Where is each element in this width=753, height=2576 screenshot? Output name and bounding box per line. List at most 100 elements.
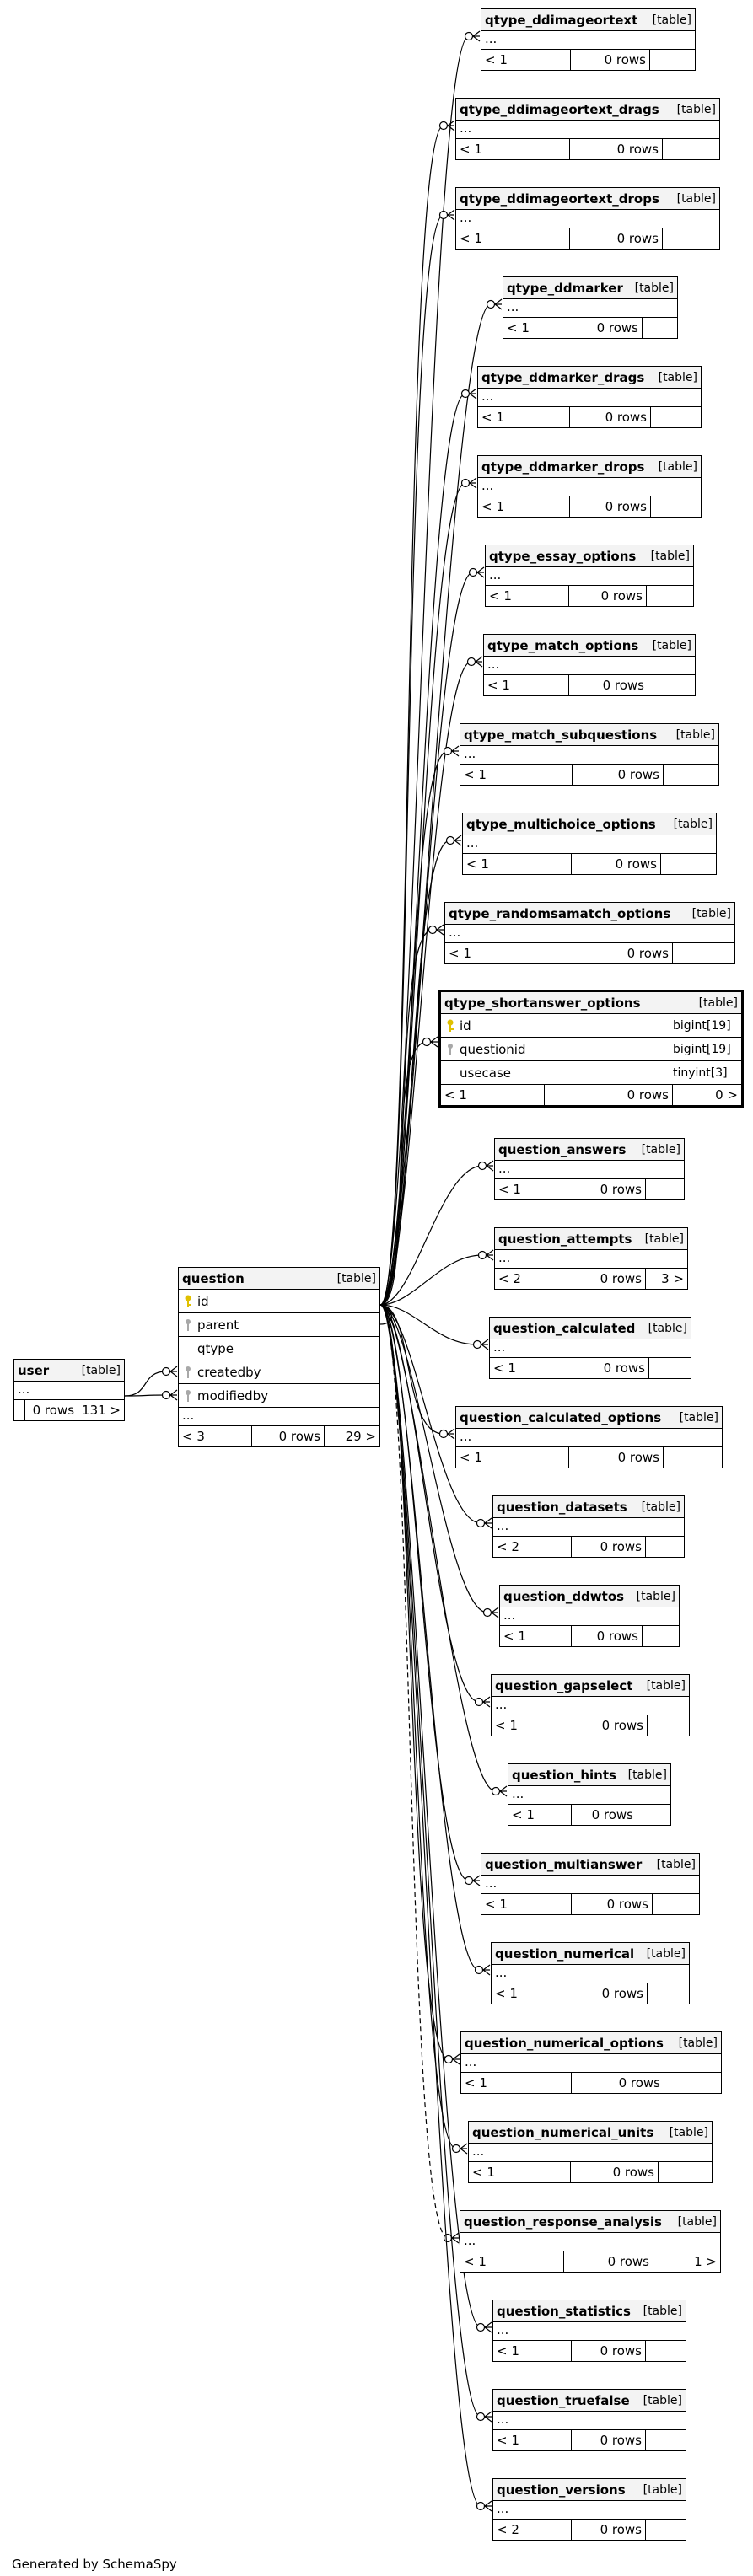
children-count[interactable] [658, 2162, 712, 2182]
children-count[interactable] [663, 1447, 722, 1468]
children-count[interactable] [647, 1715, 689, 1736]
parents-count[interactable]: < 1 [497, 2343, 519, 2359]
children-count[interactable] [645, 2430, 686, 2450]
table-header: qtype_ddimageortext[table] [481, 9, 695, 31]
children-count[interactable] [650, 496, 701, 517]
table-qtype-randomsamatch-options[interactable]: qtype_randomsamatch_options[table]...< 1… [444, 902, 735, 964]
parents-count[interactable]: < 1 [495, 1986, 518, 2001]
ellipsis-row: ... [478, 389, 701, 407]
children-count[interactable] [646, 586, 693, 606]
children-count[interactable] [650, 407, 701, 427]
children-count[interactable] [672, 943, 734, 963]
parents-count[interactable]: < 2 [497, 1539, 519, 1554]
parents-count[interactable]: < 1 [485, 52, 508, 67]
column-row-createdby: createdby [179, 1360, 379, 1384]
children-count[interactable] [663, 765, 718, 785]
parents-count[interactable]: < 2 [498, 1271, 521, 1286]
parents-count[interactable]: < 1 [487, 678, 510, 693]
parents-count[interactable]: < 1 [503, 1629, 526, 1644]
ellipsis-row: ... [478, 478, 701, 496]
children-count[interactable] [652, 1894, 699, 1914]
children-count[interactable] [662, 139, 719, 159]
table-name: qtype_ddimageortext_drops [460, 191, 659, 207]
children-count[interactable] [660, 854, 716, 874]
parents-count[interactable]: < 1 [460, 231, 482, 246]
parents-count[interactable]: < 1 [485, 1897, 508, 1912]
children-count[interactable] [662, 228, 719, 249]
children-count[interactable]: 3 > [645, 1269, 687, 1289]
children-count[interactable]: 131 > [78, 1400, 124, 1420]
parents-count[interactable]: < 3 [182, 1429, 205, 1444]
parents-count[interactable]: < 1 [464, 2254, 487, 2269]
parents-count[interactable]: < 1 [507, 320, 530, 335]
children-count[interactable] [649, 50, 695, 70]
crowfoot-qtype-multichoice-options [445, 835, 462, 846]
children-count[interactable] [648, 675, 695, 695]
parents-count[interactable]: < 1 [495, 1718, 518, 1733]
children-count[interactable]: 1 > [653, 2251, 720, 2272]
children-count[interactable]: 0 > [672, 1085, 741, 1105]
parents-count[interactable]: < 1 [464, 767, 487, 782]
children-count[interactable] [648, 1358, 691, 1378]
parents-count[interactable]: < 1 [481, 410, 504, 425]
parents-count[interactable]: < 1 [489, 588, 512, 604]
children-count[interactable] [645, 1537, 684, 1557]
parents-count[interactable]: < 1 [465, 2075, 487, 2090]
children-count[interactable] [664, 2073, 721, 2093]
parents-count[interactable]: < 1 [512, 1807, 535, 1822]
children-count[interactable] [637, 1805, 670, 1825]
table-user[interactable]: user [table] ... 0 rows 131 > [13, 1359, 125, 1421]
parents-count[interactable]: < 1 [493, 1360, 516, 1376]
children-count[interactable] [642, 318, 677, 338]
parents-count[interactable]: < 1 [472, 2165, 495, 2180]
children-count[interactable] [645, 1179, 684, 1199]
parents-count[interactable]: < 1 [449, 946, 471, 961]
parents-count[interactable]: < 1 [460, 1450, 482, 1465]
parents-count[interactable]: < 1 [460, 142, 482, 157]
children-count[interactable]: 29 > [324, 1426, 379, 1446]
parents-count[interactable]: < 1 [497, 2433, 519, 2448]
table-name: question_numerical_units [472, 2124, 654, 2140]
parents-count[interactable]: < 1 [444, 1087, 467, 1103]
children-count[interactable] [645, 2520, 686, 2540]
parents-count[interactable]: < 2 [497, 2522, 519, 2537]
parents-count[interactable]: < 1 [498, 1182, 521, 1197]
table-question-calculated-options[interactable]: question_calculated_options[table]...< 1… [455, 1406, 723, 1468]
parents-count[interactable]: < 1 [466, 856, 489, 872]
children-count[interactable] [647, 1983, 689, 2004]
rows-count: 0 rows [573, 1269, 645, 1289]
table-header: question_ddwtos[table] [500, 1586, 679, 1607]
children-count[interactable] [645, 2341, 686, 2361]
parents-count[interactable]: < 1 [481, 499, 504, 514]
table-question[interactable]: question [table] id parent qtype created… [178, 1267, 380, 1447]
children-count[interactable] [642, 1626, 679, 1646]
table-qtype-shortanswer-options[interactable]: qtype_shortanswer_options [table] id big… [438, 990, 744, 1108]
crowfoot-question-truefalse [476, 2411, 492, 2423]
